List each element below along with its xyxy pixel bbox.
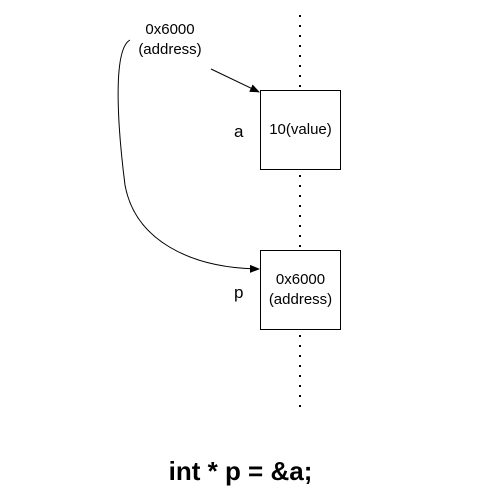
label-to-p-arrow	[117, 39, 260, 273]
variable-a-box: 10(value)	[260, 90, 341, 170]
address-label: 0x6000 (address)	[120, 20, 220, 60]
address-label-line1: 0x6000	[145, 21, 195, 38]
variable-p-name: p	[234, 283, 244, 302]
code-statement: int * p = &a;	[168, 456, 313, 486]
variable-a-value: 10(value)	[269, 121, 332, 138]
variable-p-value-line2: (address)	[268, 291, 333, 308]
variable-p-value-line1: 0x6000	[275, 271, 326, 288]
address-to-a-arrow	[210, 68, 260, 93]
variable-p-box: 0x6000 (address)	[260, 250, 341, 330]
address-label-line2: (address)	[138, 41, 202, 58]
variable-a-name: a	[234, 122, 244, 141]
